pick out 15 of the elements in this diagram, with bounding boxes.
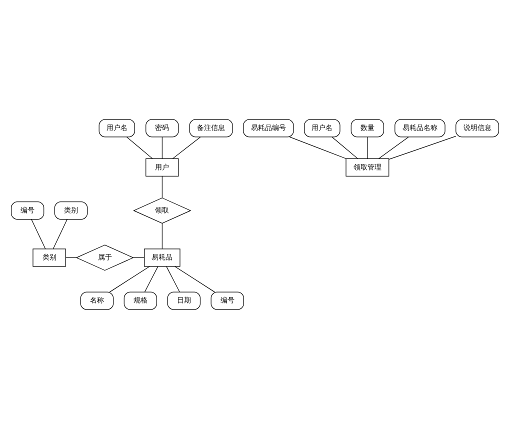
connector — [109, 266, 150, 292]
connector — [174, 266, 215, 292]
connector — [289, 136, 346, 159]
connector — [378, 136, 409, 159]
connector — [132, 257, 145, 258]
connector — [144, 266, 158, 292]
connector — [388, 136, 456, 160]
connector — [172, 136, 201, 159]
connector — [31, 219, 46, 250]
connector — [65, 257, 77, 258]
connector — [367, 136, 368, 159]
connector — [52, 219, 68, 250]
connector — [166, 266, 180, 292]
connector — [126, 136, 153, 159]
connector — [332, 136, 358, 159]
